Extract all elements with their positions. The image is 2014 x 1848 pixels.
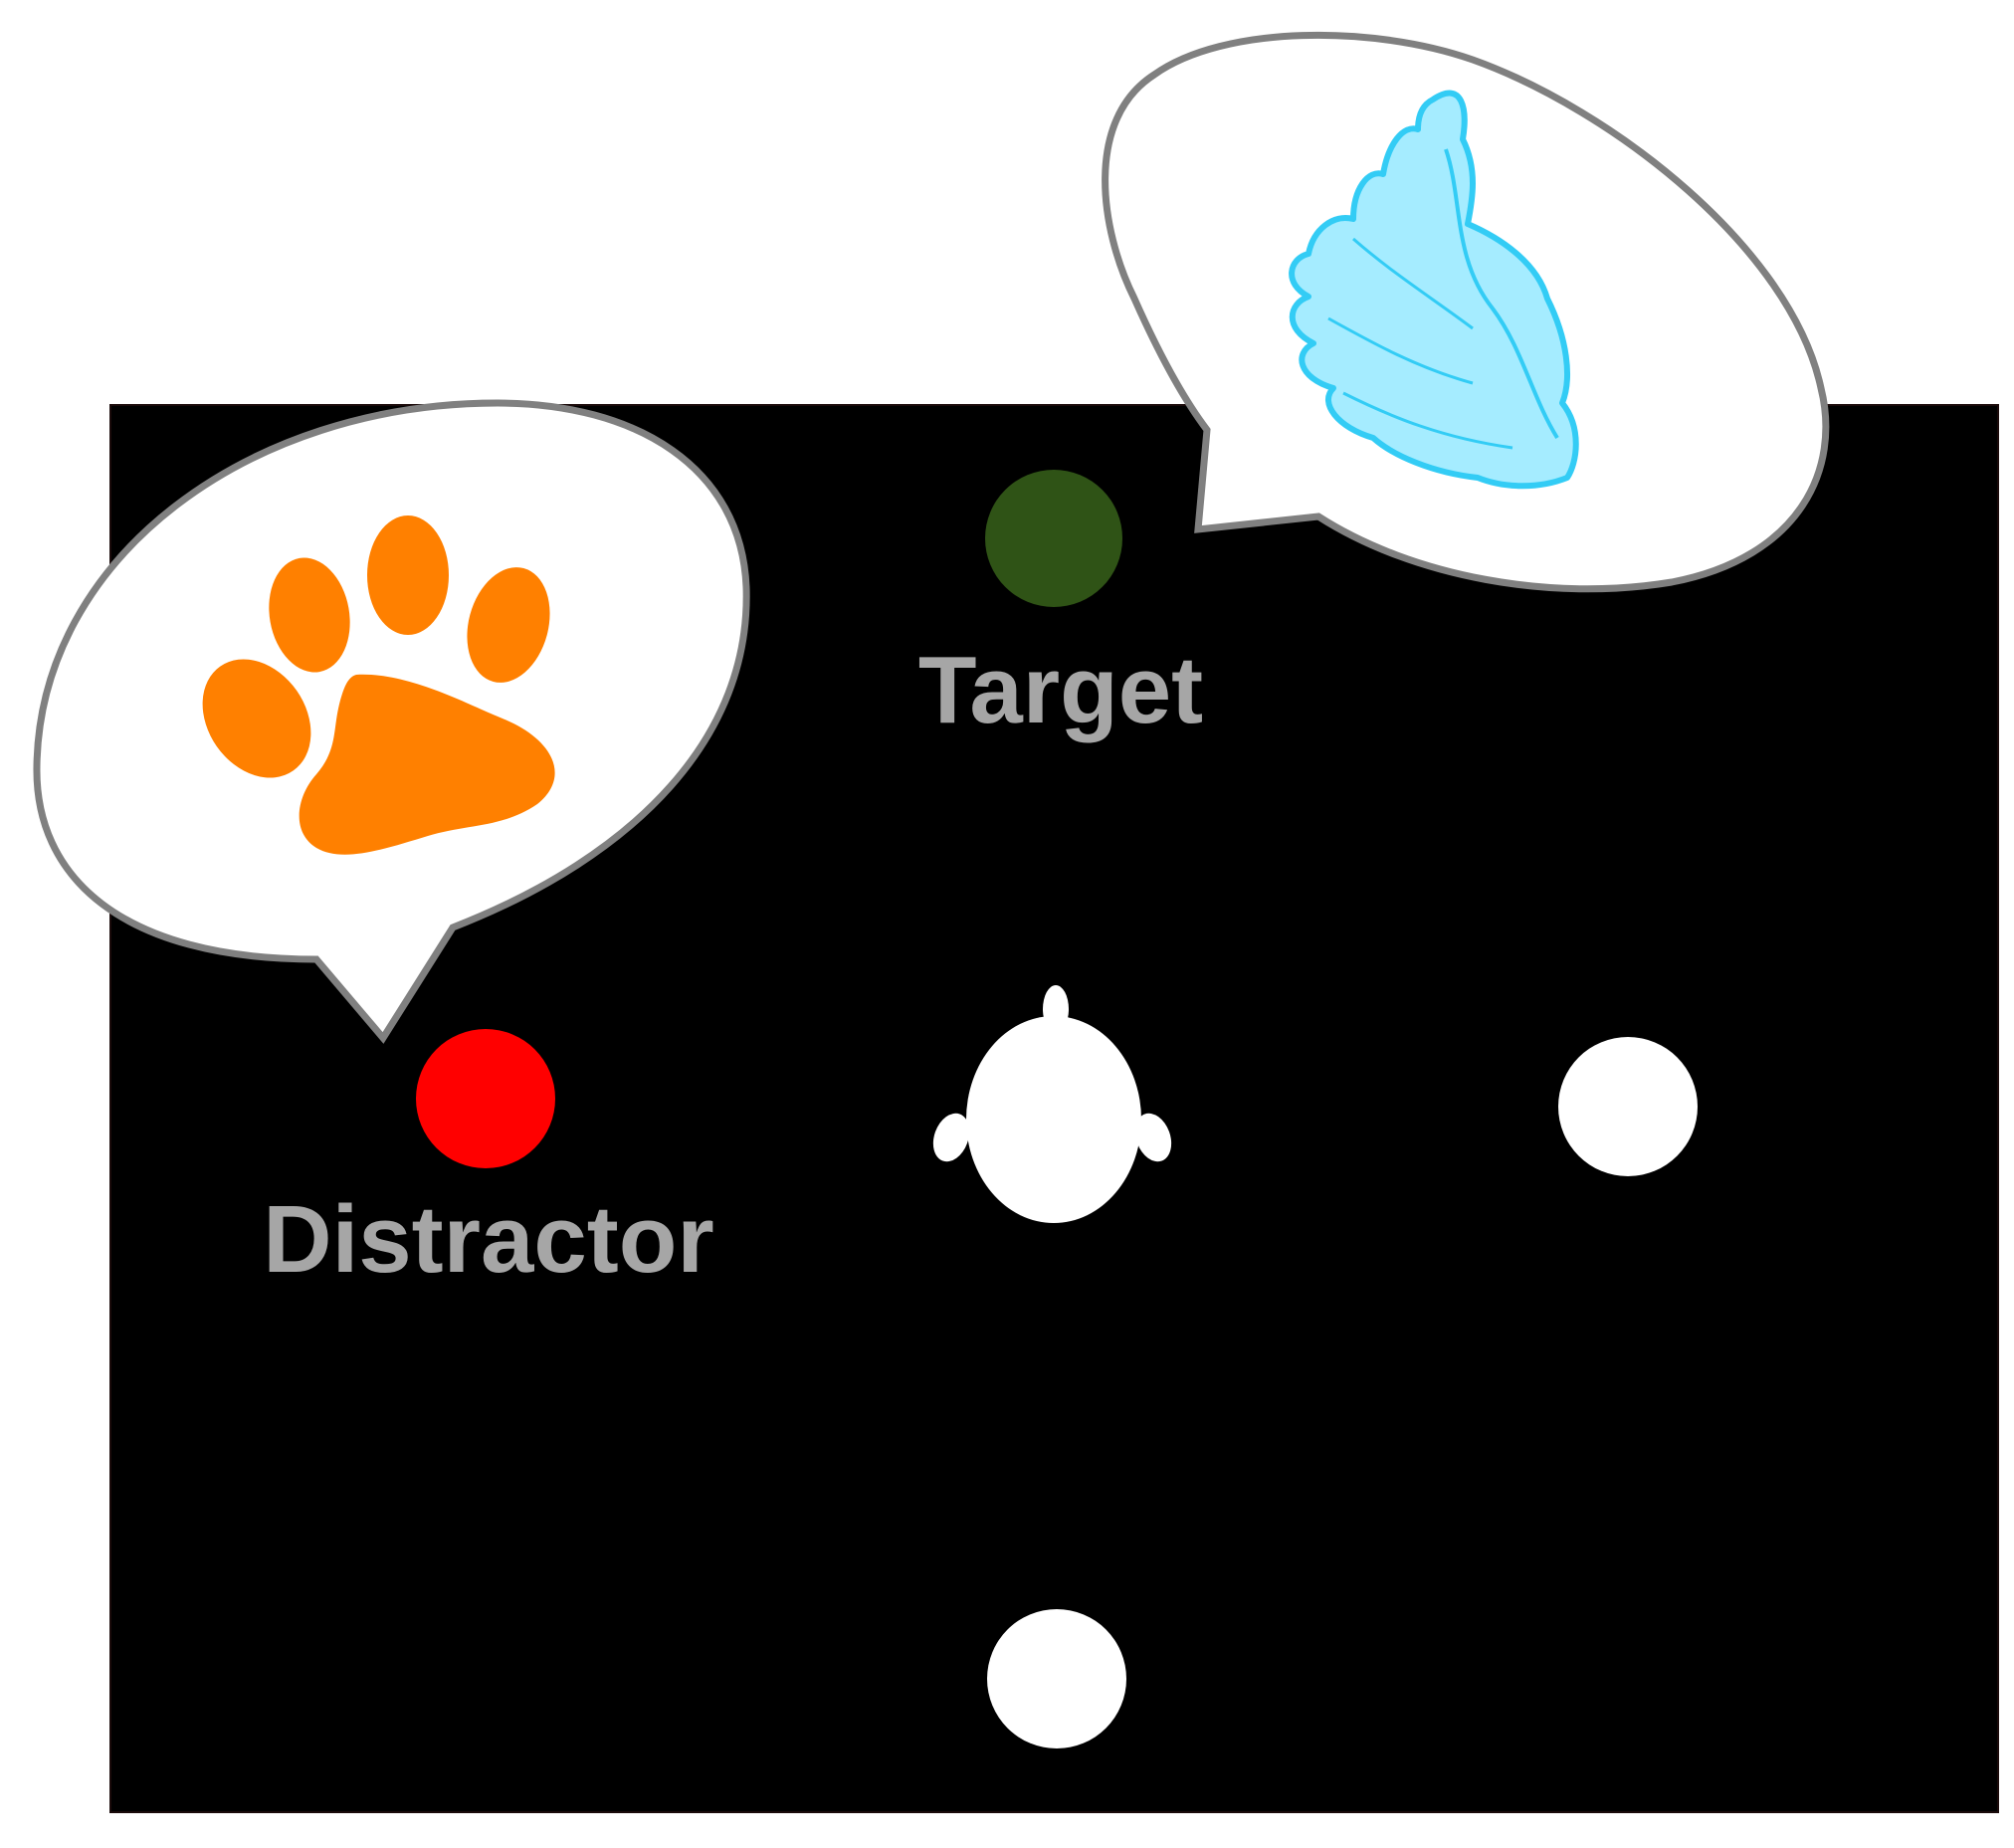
head-top-view-icon bbox=[932, 985, 1172, 1223]
distractor-label: Distractor bbox=[263, 1186, 713, 1293]
target-dot bbox=[985, 470, 1122, 607]
distractor-dot bbox=[416, 1029, 555, 1168]
distractor-speech-bubble bbox=[33, 399, 750, 1044]
paw-icon bbox=[202, 515, 555, 855]
target-label: Target bbox=[918, 637, 1203, 743]
wing-icon bbox=[1289, 90, 1579, 490]
bottom-dot bbox=[987, 1609, 1126, 1748]
right-dot bbox=[1558, 1037, 1698, 1176]
target-speech-bubble bbox=[1102, 31, 1830, 593]
